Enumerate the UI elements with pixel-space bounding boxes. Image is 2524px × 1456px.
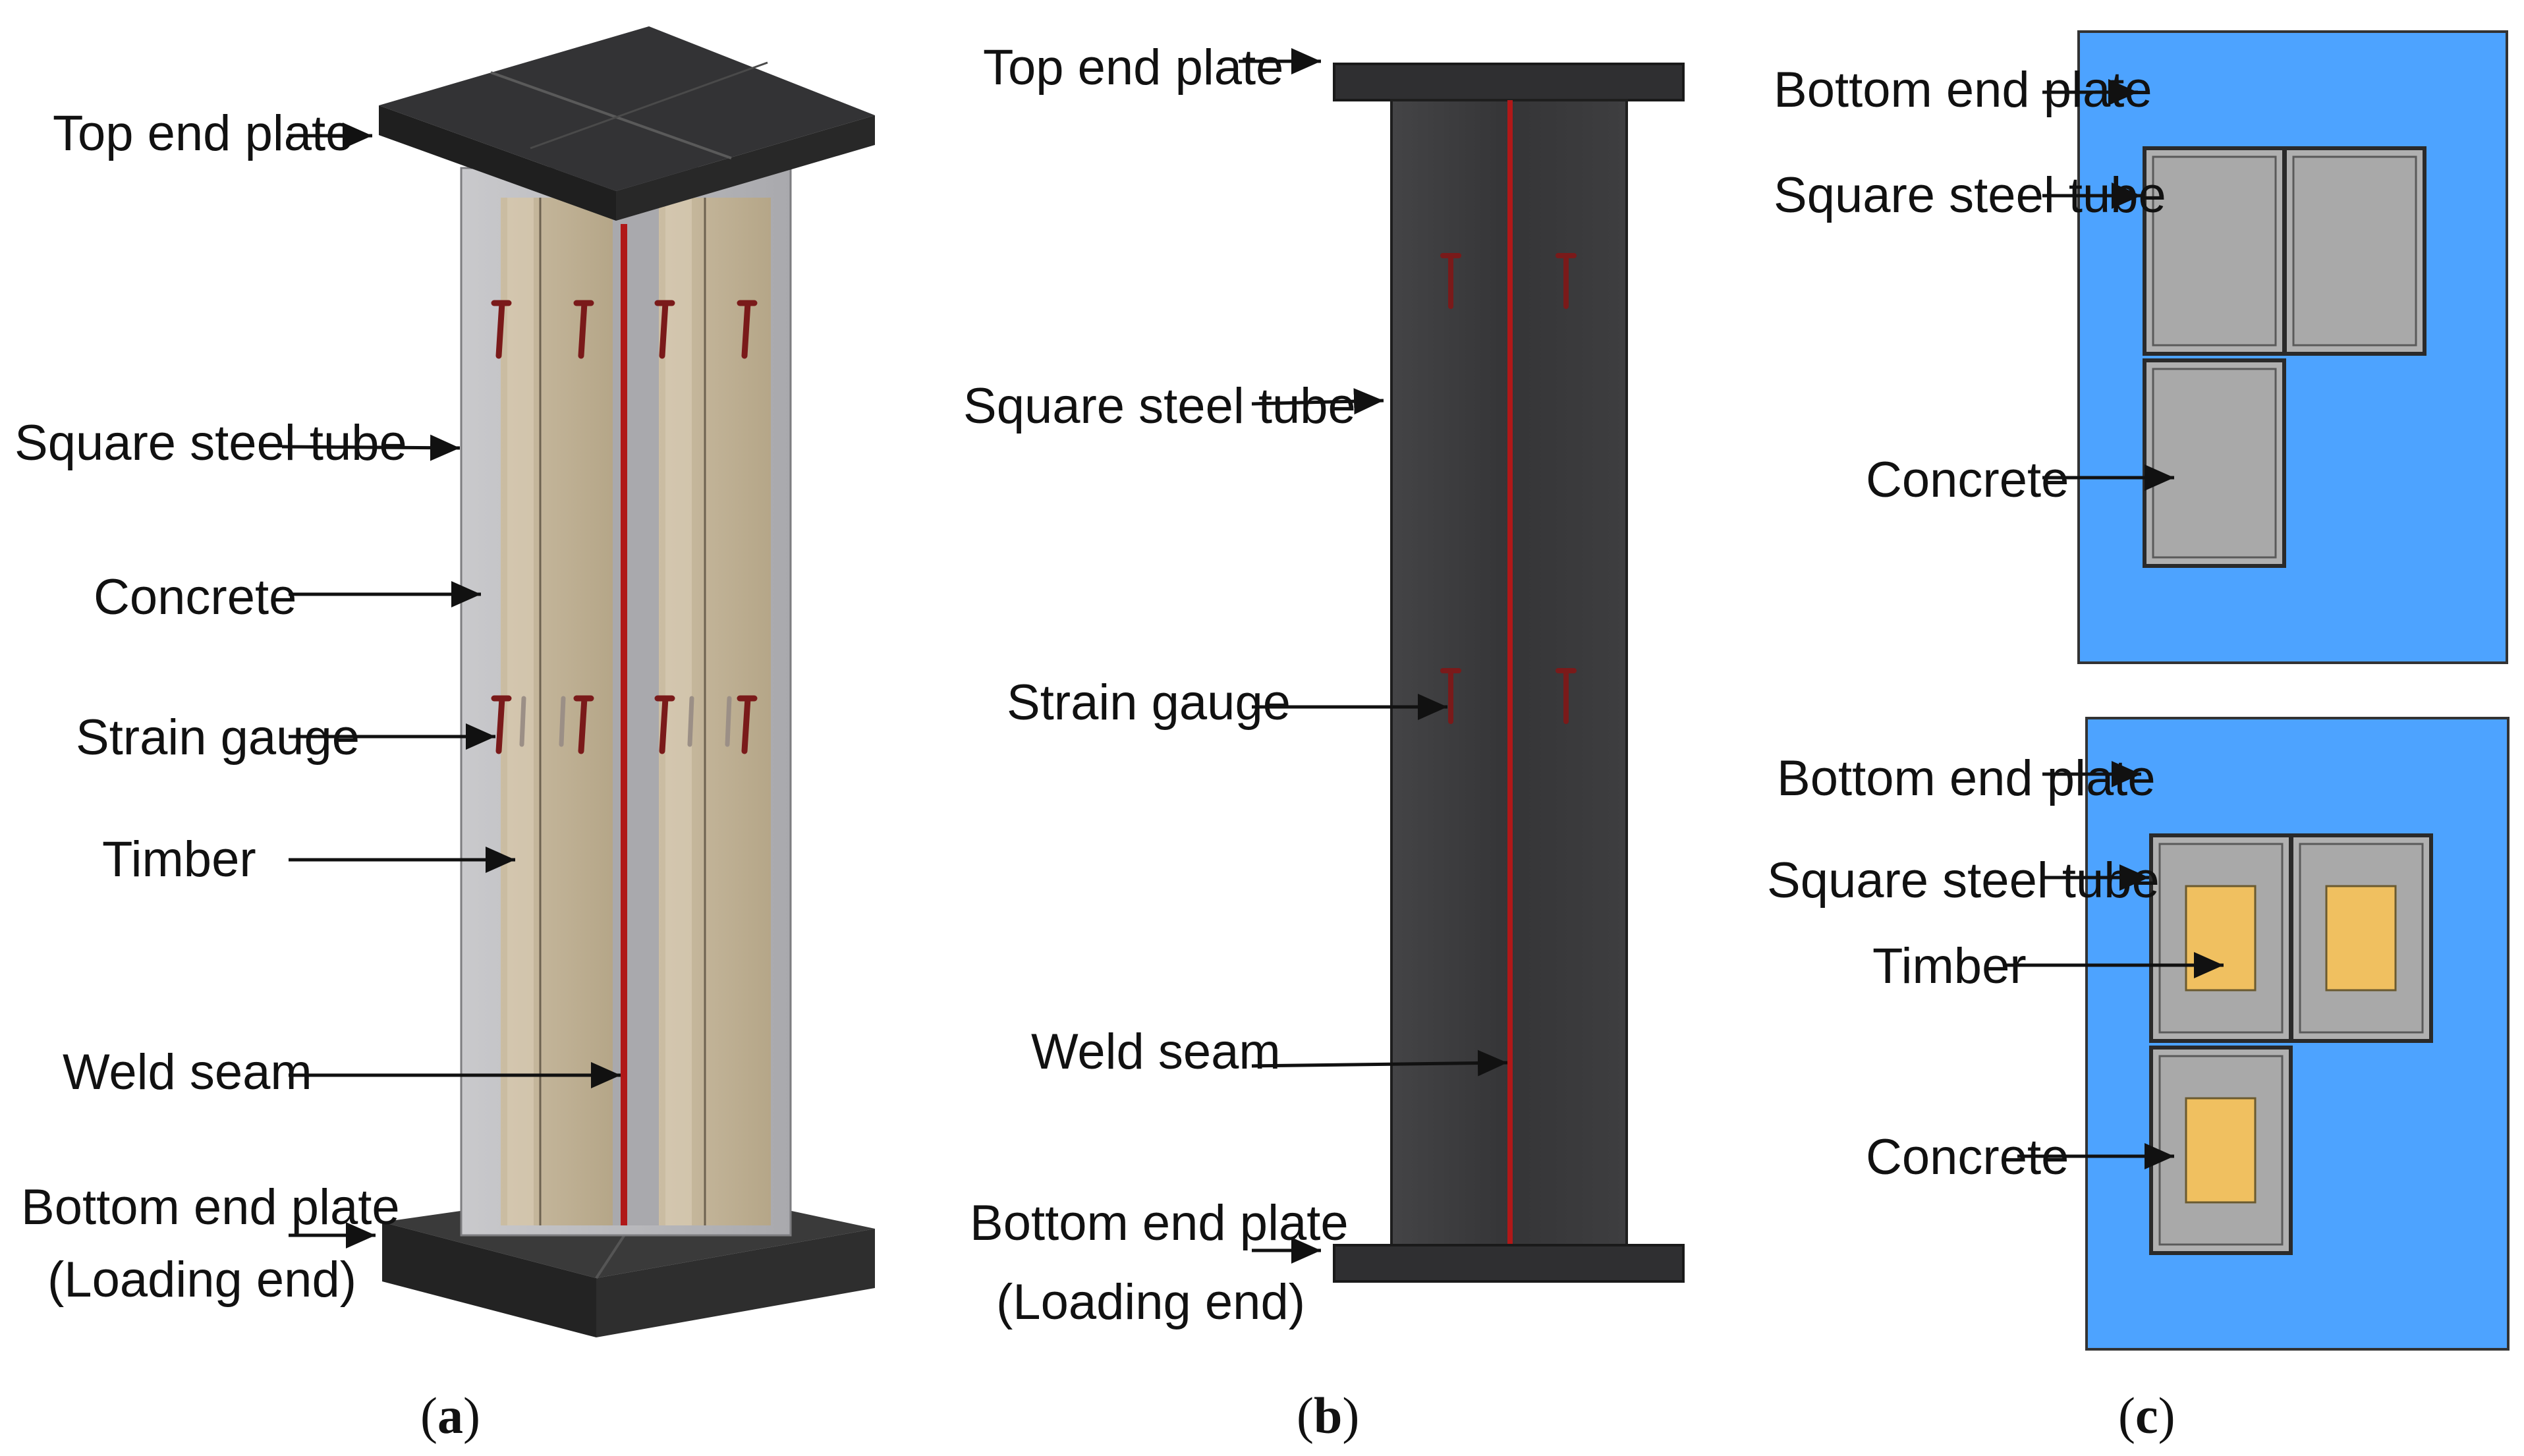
caption-a: (a)	[420, 1387, 480, 1444]
strain-gauges-3d	[491, 300, 758, 754]
concrete-fill-c2	[2158, 843, 2424, 1246]
label-square-steel-tube-b: Square steel tube	[963, 378, 1356, 434]
panel-a-column	[379, 26, 875, 1337]
label-loading-end-a: (Loading end)	[47, 1252, 356, 1308]
label-bottom-end-plate-c1: Bottom end plate	[1774, 62, 2152, 118]
timber-core-3d	[501, 198, 771, 1225]
timber-cores-c2	[2185, 885, 2397, 1204]
top-end-plate-b	[1333, 63, 1685, 101]
label-concrete-a: Concrete	[94, 569, 296, 625]
label-bottom-end-plate-c2: Bottom end plate	[1777, 750, 2156, 806]
panel-c-top-labels: Bottom end plate Square steel tube Concr…	[1774, 62, 2174, 508]
label-strain-gauge-b: Strain gauge	[1007, 675, 1291, 731]
caption-b: (b)	[1297, 1387, 1359, 1444]
gauge-mid-row	[491, 695, 758, 754]
label-weld-seam-a: Weld seam	[63, 1044, 312, 1100]
gauge-top-row	[491, 300, 758, 359]
caption-c: (c)	[2118, 1387, 2175, 1444]
strain-gauges-b	[1440, 253, 1577, 724]
label-timber-c2: Timber	[1872, 938, 2027, 994]
bottom-end-plate-b	[1333, 1244, 1685, 1283]
label-top-end-plate-a: Top end plate	[53, 105, 353, 161]
label-bottom-end-plate-a: Bottom end plate	[21, 1179, 400, 1235]
panel-b-labels: Top end plate Square steel tube Strain g…	[963, 40, 1508, 1330]
label-timber-a: Timber	[102, 831, 256, 887]
panel-a-labels: Top end plate Square steel tube Concrete…	[14, 105, 621, 1308]
label-weld-seam-b: Weld seam	[1031, 1024, 1281, 1080]
panel-c-bottom-section	[2085, 717, 2510, 1351]
label-concrete-c1: Concrete	[1866, 452, 2069, 508]
label-bottom-end-plate-b: Bottom end plate	[970, 1195, 1349, 1251]
label-loading-end-b: (Loading end)	[996, 1274, 1305, 1330]
concrete-fill-c1	[2152, 155, 2417, 559]
top-end-plate-3d	[379, 26, 875, 221]
label-square-steel-tube-c2: Square steel tube	[1767, 853, 2160, 909]
panel-b-column	[1333, 63, 1685, 1283]
panel-c-top-section	[2077, 30, 2508, 664]
panel-c-bottom-labels: Bottom end plate Square steel tube Timbe…	[1767, 750, 2224, 1185]
label-square-steel-tube-a: Square steel tube	[14, 415, 407, 471]
label-top-end-plate-b: Top end plate	[983, 40, 1283, 96]
